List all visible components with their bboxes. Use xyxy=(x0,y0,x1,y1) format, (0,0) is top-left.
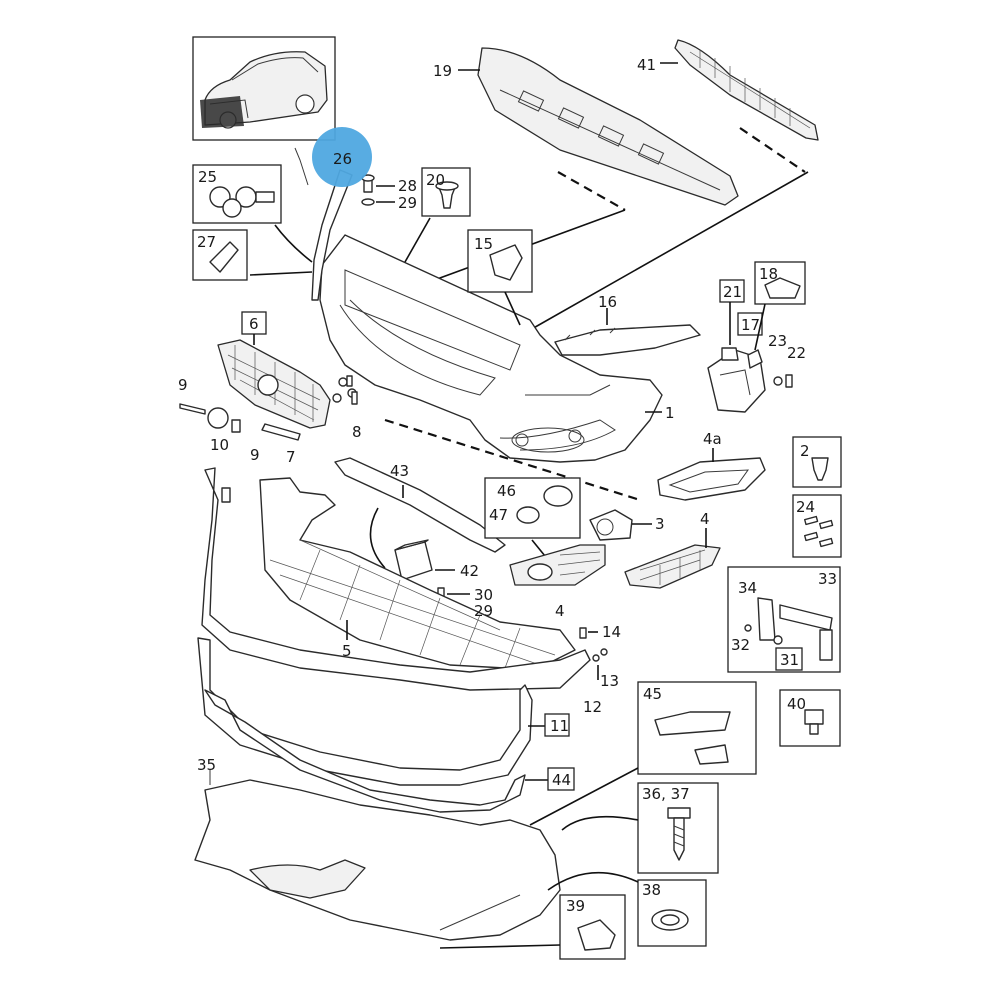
part-2-clip xyxy=(792,436,842,488)
part-39-nut xyxy=(439,894,626,960)
label-6: 6 xyxy=(249,315,259,333)
label-17: 17 xyxy=(741,316,760,334)
label-10: 10 xyxy=(210,436,229,454)
part-number-labels: 1 2 3 4 4 4a 5 6 7 8 9 9 10 11 12 13 14 … xyxy=(178,56,837,915)
part-14-13-12-fasteners xyxy=(579,627,608,680)
label-3: 3 xyxy=(655,515,665,533)
part-lower-bumper-outline xyxy=(201,467,591,691)
part-26-side-strip xyxy=(294,147,353,301)
label-5: 5 xyxy=(342,642,352,660)
label-24: 24 xyxy=(796,498,815,516)
label-43: 43 xyxy=(390,462,409,480)
label-22: 22 xyxy=(787,344,806,362)
part-1-bumper-cover xyxy=(319,234,663,463)
label-19: 19 xyxy=(433,62,452,80)
label-29-bottom: 29 xyxy=(474,602,493,620)
label-33: 33 xyxy=(818,570,837,588)
vehicle-thumbnail xyxy=(192,36,336,141)
part-36-37-screw xyxy=(561,782,719,874)
label-46: 46 xyxy=(497,482,516,500)
label-15: 15 xyxy=(474,235,493,253)
part-15-bracket xyxy=(467,229,533,326)
label-18: 18 xyxy=(759,265,778,283)
part-41-upper-grille xyxy=(660,39,819,141)
boxed-number-frames xyxy=(544,647,803,791)
highlight-bubble-26[interactable] xyxy=(312,127,372,187)
part-3-fog-lamp xyxy=(589,509,652,541)
part-4-grille-left xyxy=(509,544,606,586)
part-9-10-7-8-small xyxy=(179,375,358,441)
part-6-grille xyxy=(217,311,331,429)
label-30: 30 xyxy=(474,586,493,604)
label-28: 28 xyxy=(398,177,417,195)
label-35: 35 xyxy=(197,756,216,774)
label-12: 12 xyxy=(583,698,602,716)
label-36-37: 36, 37 xyxy=(642,785,690,803)
part-4-grille-right xyxy=(624,528,721,589)
part-28-bolt xyxy=(361,174,395,206)
label-34: 34 xyxy=(738,579,757,597)
part-5-lower-tray xyxy=(259,477,576,669)
label-42: 42 xyxy=(460,562,479,580)
label-38: 38 xyxy=(642,881,661,899)
label-21: 21 xyxy=(723,283,742,301)
label-9-top: 9 xyxy=(178,376,188,394)
label-8: 8 xyxy=(352,423,362,441)
label-25: 25 xyxy=(198,168,217,186)
label-11: 11 xyxy=(550,717,569,735)
part-46-47-sleeves xyxy=(484,477,581,557)
label-4a: 4a xyxy=(703,430,722,448)
label-7: 7 xyxy=(286,448,296,466)
part-20-clip xyxy=(404,167,471,263)
part-45-trim-pieces xyxy=(529,681,757,826)
part-16-bracket-strip xyxy=(554,308,701,356)
part-44-trim xyxy=(204,689,548,813)
part-24-screws xyxy=(792,494,842,558)
label-44: 44 xyxy=(552,771,571,789)
label-16: 16 xyxy=(598,293,617,311)
part-25-sensors xyxy=(192,164,313,263)
label-13: 13 xyxy=(600,672,619,690)
label-20: 20 xyxy=(426,171,445,189)
part-27-cap xyxy=(192,229,313,281)
part-43-lower-strip xyxy=(334,457,506,569)
label-14: 14 xyxy=(602,623,621,641)
label-45: 45 xyxy=(643,685,662,703)
label-32: 32 xyxy=(731,636,750,654)
label-1: 1 xyxy=(665,404,675,422)
part-19-energy-absorber xyxy=(458,47,739,206)
part-38-washer xyxy=(547,871,707,947)
label-4-right: 4 xyxy=(700,510,710,528)
label-2: 2 xyxy=(800,442,810,460)
label-31: 31 xyxy=(780,651,799,669)
label-23: 23 xyxy=(768,332,787,350)
label-39: 39 xyxy=(566,897,585,915)
label-47: 47 xyxy=(489,506,508,524)
label-27: 27 xyxy=(197,233,216,251)
label-40: 40 xyxy=(787,695,806,713)
label-4-left: 4 xyxy=(555,602,565,620)
label-26[interactable]: 26 xyxy=(333,150,352,168)
part-40-nut xyxy=(779,689,841,747)
part-21-18-17-bracket xyxy=(707,261,806,413)
part-35-skid-plate xyxy=(194,770,561,941)
label-41: 41 xyxy=(637,56,656,74)
part-42-unit xyxy=(394,539,455,581)
label-9-bottom: 9 xyxy=(250,446,260,464)
part-4a-frame xyxy=(657,448,766,501)
label-29-top: 29 xyxy=(398,194,417,212)
